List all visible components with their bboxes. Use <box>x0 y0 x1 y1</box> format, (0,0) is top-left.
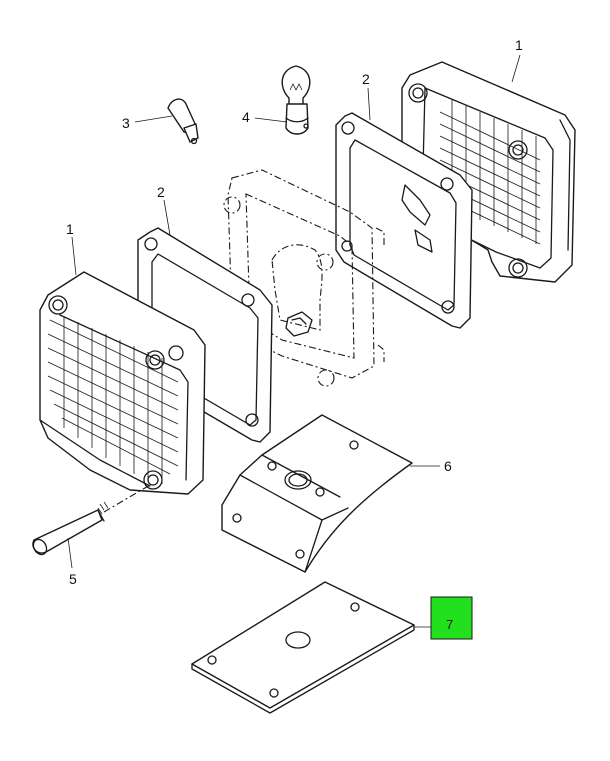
leader-bulb-socket <box>254 117 288 123</box>
callout-screw: 5 <box>69 571 77 587</box>
callout-plate-highlight[interactable] <box>430 596 473 640</box>
callout-rear-lamp: 1 <box>515 37 523 53</box>
callout-front-lamp: 1 <box>66 221 74 237</box>
leader-small-bulb <box>134 115 173 123</box>
callout-bracket: 6 <box>444 458 452 474</box>
callout-front-gasket: 2 <box>157 184 165 200</box>
callout-bulb-socket: 4 <box>242 109 250 125</box>
rear-gasket <box>335 112 473 329</box>
leader-front-gasket <box>163 199 171 236</box>
callout-rear-gasket: 2 <box>362 71 370 87</box>
leader-screw <box>67 537 73 569</box>
small-bulb <box>167 98 199 145</box>
callout-plate: 7 <box>446 617 453 632</box>
mounting-bracket <box>221 414 413 573</box>
front-lamp-housing <box>39 271 206 495</box>
mounting-plate <box>191 581 415 714</box>
mounting-screw <box>32 484 151 556</box>
leader-rear-gasket <box>367 87 371 121</box>
callout-small-bulb: 3 <box>122 115 130 131</box>
leader-rear-lamp <box>511 54 521 83</box>
leader-front-lamp <box>71 236 77 276</box>
bulb-with-socket <box>281 65 311 135</box>
